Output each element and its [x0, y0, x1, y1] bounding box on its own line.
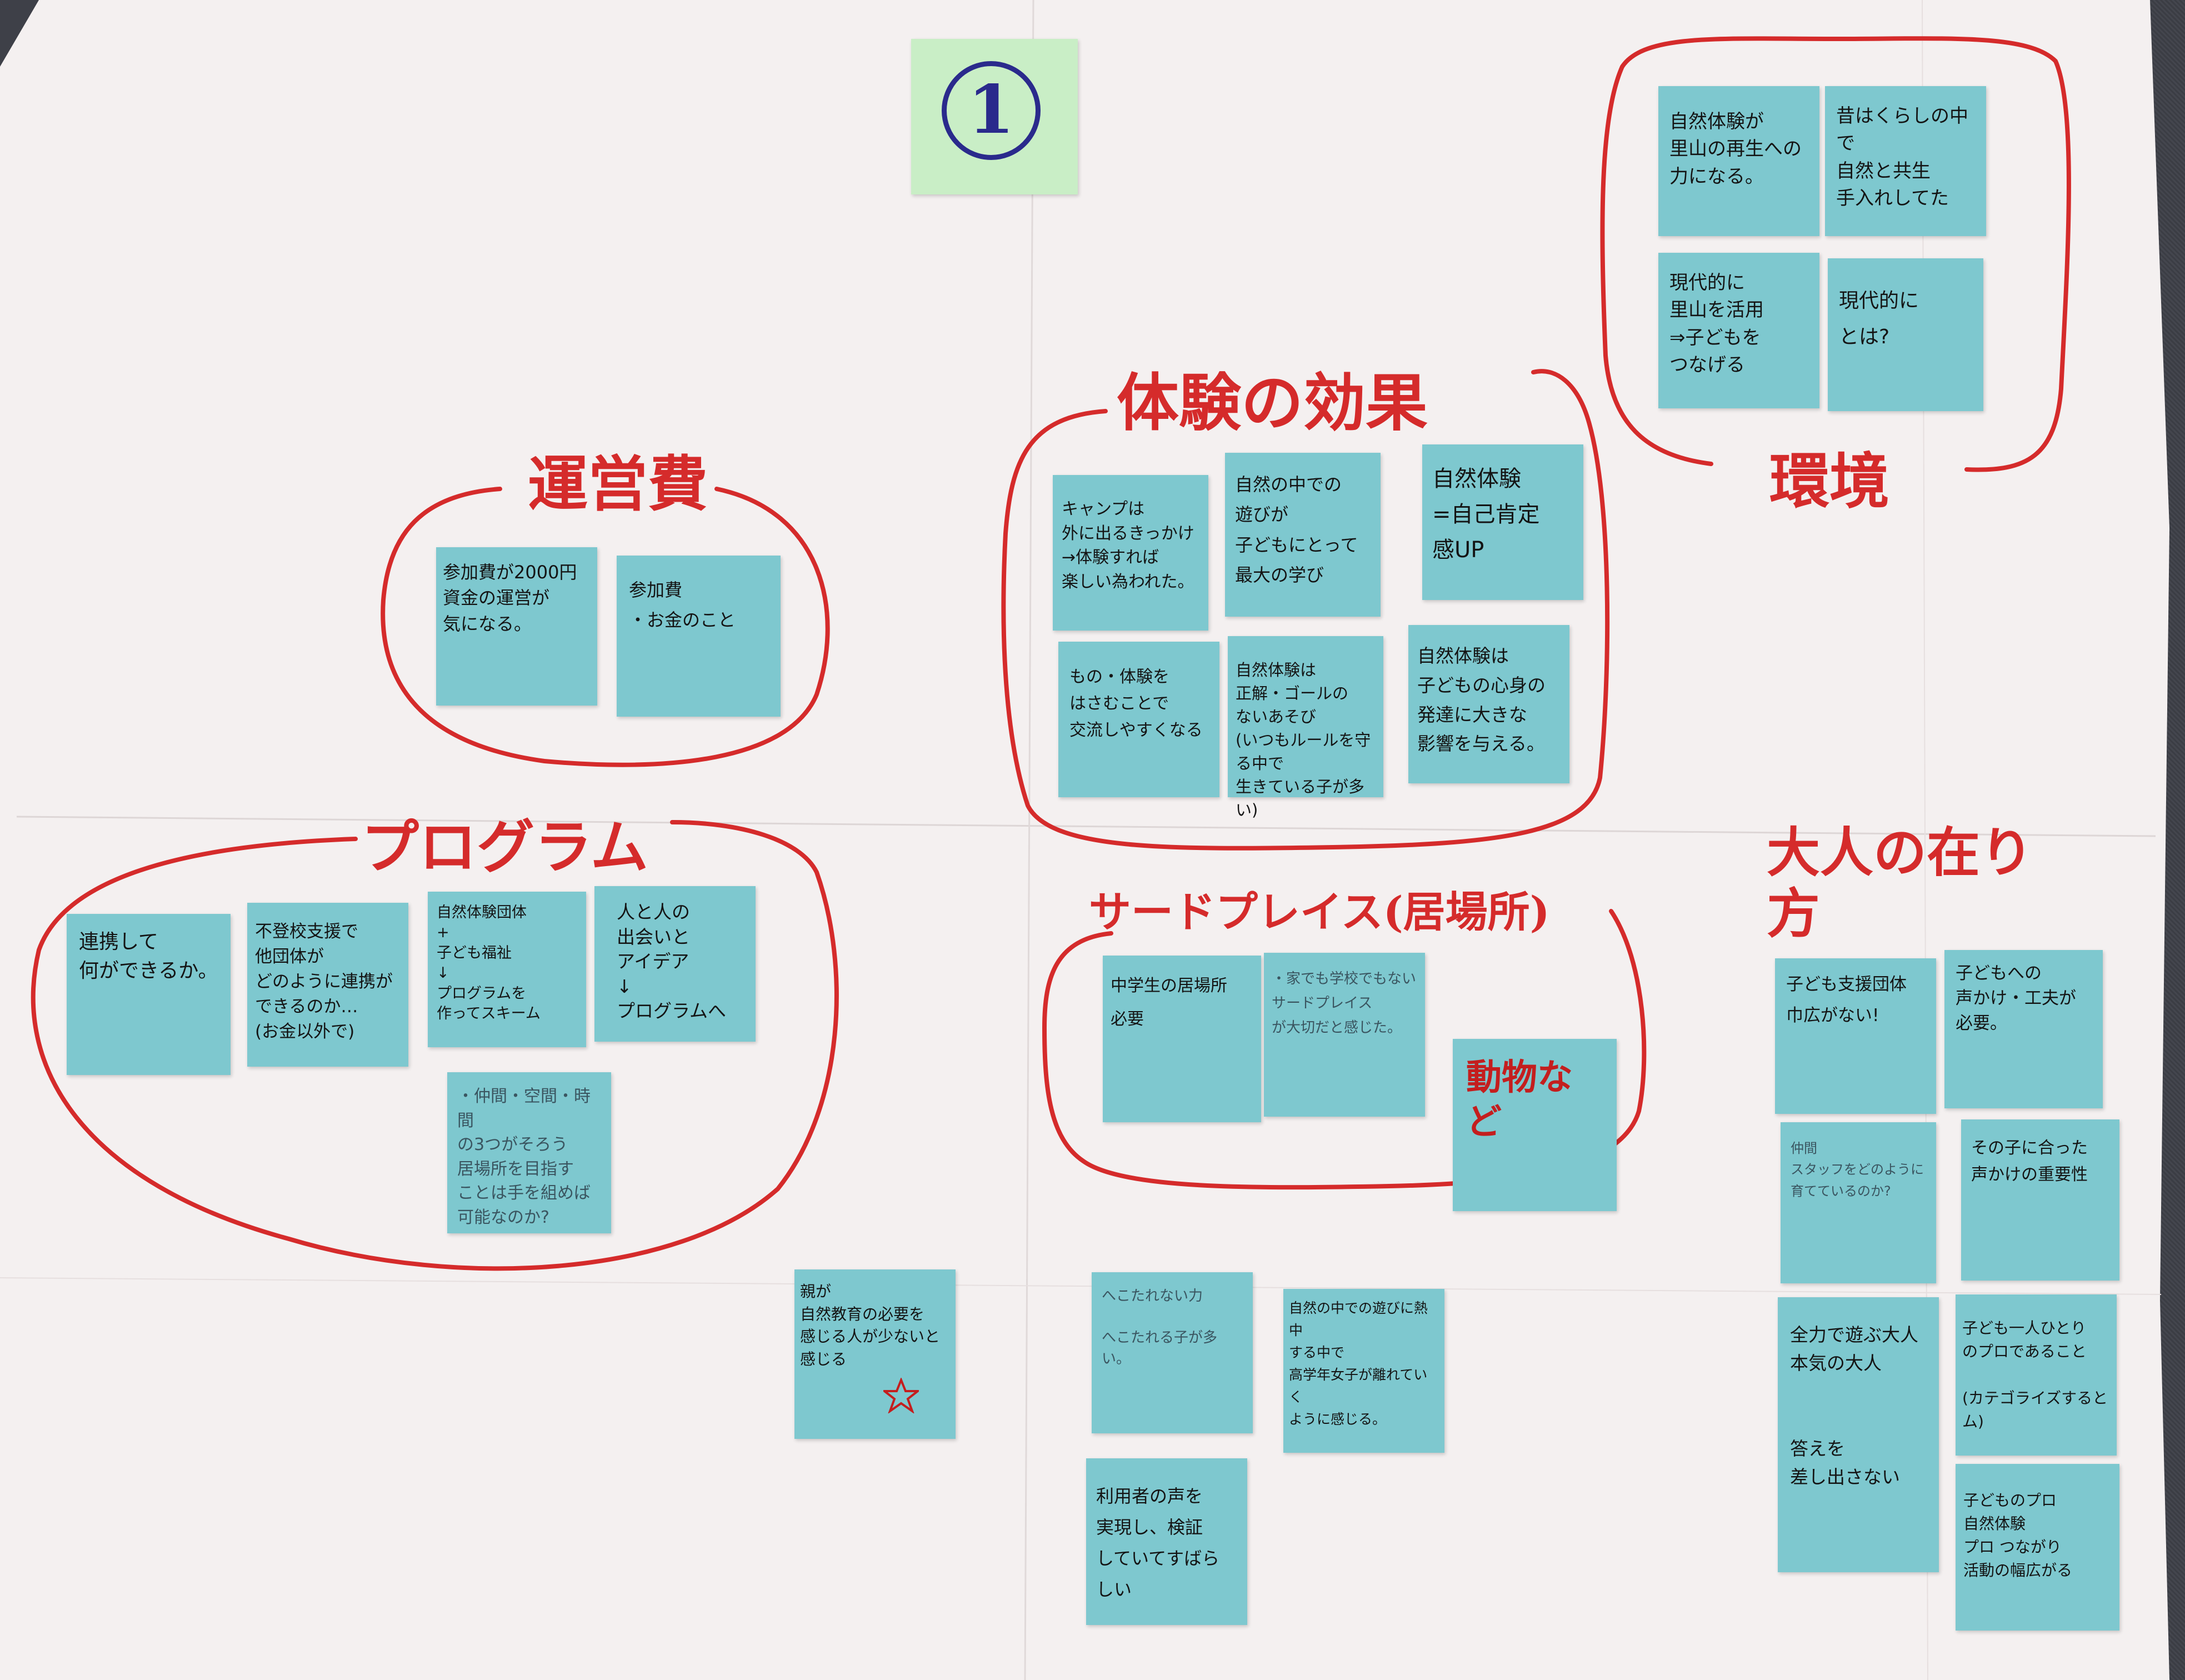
note-text: 昔はくらしの中で 自然と共生 手入れしてた — [1836, 105, 1968, 209]
sticky-note: 現代的に とは? — [1828, 258, 1983, 411]
note-text: 子ども支援団体 巾広がない! — [1786, 974, 1907, 1026]
note-text: 全力で遊ぶ大人 本気の大人 答えを 差し出さない — [1790, 1324, 1918, 1488]
sticky-note: 連携して 何ができるか。 — [67, 914, 231, 1075]
note-text: 自然体験が 里山の再生への 力になる。 — [1669, 111, 1802, 188]
group-title-third-place: サードプレイス(居場所) — [1089, 887, 1550, 937]
group-title-costs: 運営費 — [528, 449, 708, 519]
sticky-note: 自然体験は 子どもの心身の 発達に大きな 影響を与える。 — [1408, 625, 1569, 783]
group-title-effects: 体験の効果 — [1117, 367, 1428, 439]
sticky-note: その子に合った 声かけの重要性 — [1961, 1119, 2119, 1281]
note-text: ・仲間・空間・時間 の3つがそろう 居場所を目指す ことは手を組めば 可能なのか… — [457, 1087, 591, 1227]
note-text: 動物など — [1466, 1057, 1573, 1143]
group-title-environment: 環境 — [1769, 447, 1890, 517]
note-text: 参加費 ・お金のこと — [629, 579, 736, 631]
sticky-note: 不登校支援で 他団体が どのように連携が できるのか… (お金以外で) — [247, 903, 408, 1067]
sticky-note: 利用者の声を 実現し、検証 していてすばらしい — [1086, 1458, 1247, 1625]
sticky-note: 現代的に 里山を活用 ⇒子どもを つなげる — [1658, 253, 1819, 408]
sticky-note: ・家でも学校でもない サードプレイス が大切だと感じた。 — [1264, 953, 1425, 1117]
note-text: 現代的に とは? — [1839, 289, 1919, 348]
note-text: 子ども一人ひとり のプロであること (カテゴライズするとム) — [1962, 1319, 2108, 1431]
sticky-note: 人と人の 出会いと アイデア ↓ プログラムへ — [594, 886, 756, 1042]
note-text: ・家でも学校でもない サードプレイス が大切だと感じた。 — [1272, 971, 1417, 1037]
sticky-note: 自然の中での 遊びが 子どもにとって 最大の学び — [1225, 453, 1381, 617]
note-text: キャンプは 外に出るきっかけ →体験すれば 楽しい為われた。 — [1062, 499, 1194, 592]
sticky-note: 自然体験が 里山の再生への 力になる。 — [1658, 86, 1819, 236]
effects-loop — [1001, 369, 1610, 851]
note-text: 子どものプロ 自然体験 プロ つながり 活動の幅広がる — [1963, 1491, 2073, 1579]
note-text: 自然体験団体 + 子ども福祉 ↓ プログラムを 作ってスキーム — [437, 904, 541, 1023]
sticky-note: 子どもへの 声かけ・工夫が 必要。 — [1944, 950, 2103, 1108]
sticky-note: 中学生の居場所 必要 — [1103, 956, 1261, 1122]
note-text: へこたれない力 へこたれる子が多い。 — [1102, 1288, 1218, 1368]
star-icon — [883, 1378, 919, 1413]
note-text: 自然体験は 正解・ゴールの ないあそび (いつもルールを守る中で 生きている子が… — [1236, 661, 1371, 820]
number-sticky-note: 1 — [911, 39, 1078, 194]
note-text: 自然体験は 子どもの心身の 発達に大きな 影響を与える。 — [1417, 645, 1546, 755]
sticky-note: 自然体験は 正解・ゴールの ないあそび (いつもルールを守る中で 生きている子が… — [1228, 636, 1383, 819]
group-title-adults: 大人の在り方 — [1767, 822, 2056, 945]
note-text: 自然の中での遊びに熱中 する中で 高学年女子が離れていく ように感じる。 — [1289, 1300, 1428, 1427]
sticky-note: 親が 自然教育の必要を 感じる人が少ないと 感じる — [794, 1269, 956, 1439]
environment-loop — [1600, 36, 2071, 472]
note-text: 現代的に 里山を活用 ⇒子どもを つなげる — [1669, 272, 1764, 376]
note-text: 仲間 スタッフをどのように 育てているのか? — [1791, 1141, 1924, 1199]
sticky-note: 自然体験団体 + 子ども福祉 ↓ プログラムを 作ってスキーム — [428, 892, 586, 1047]
costs-loop — [381, 487, 830, 767]
note-text: 参加費が2000円 資金の運営が 気になる。 — [443, 562, 577, 634]
note-text: 自然体験 =自己肯定 感UP — [1432, 466, 1540, 563]
sticky-note: キャンプは 外に出るきっかけ →体験すれば 楽しい為われた。 — [1053, 475, 1208, 631]
note-text: 人と人の 出会いと アイデア ↓ プログラムへ — [617, 901, 727, 1022]
note-text: 利用者の声を 実現し、検証 していてすばらしい — [1096, 1486, 1220, 1600]
circled-number: 1 — [942, 61, 1041, 160]
sticky-note: 参加費が2000円 資金の運営が 気になる。 — [436, 547, 597, 706]
sticky-note: 仲間 スタッフをどのように 育てているのか? — [1781, 1122, 1936, 1283]
note-text: 連携して 何ができるか。 — [79, 931, 218, 983]
sticky-note: 全力で遊ぶ大人 本気の大人 答えを 差し出さない — [1778, 1297, 1939, 1572]
sticky-note: 子ども一人ひとり のプロであること (カテゴライズするとム) — [1956, 1294, 2117, 1456]
sticky-note: もの・体験を はさむことで 交流しやすくなる — [1058, 642, 1219, 797]
sticky-note: 動物など — [1453, 1039, 1617, 1211]
note-text: 親が 自然教育の必要を 感じる人が少ないと 感じる — [800, 1282, 941, 1368]
note-text: 子どもへの 声かけ・工夫が 必要。 — [1956, 963, 2076, 1033]
group-title-program: プログラム — [361, 813, 648, 881]
program-loop — [31, 820, 839, 1271]
sticky-note: へこたれない力 へこたれる子が多い。 — [1092, 1272, 1253, 1433]
sticky-note: ・仲間・空間・時間 の3つがそろう 居場所を目指す ことは手を組めば 可能なのか… — [447, 1072, 611, 1233]
note-text: もの・体験を はさむことで 交流しやすくなる — [1069, 667, 1203, 740]
note-text: 不登校支援で 他団体が どのように連携が できるのか… (お金以外で) — [255, 922, 393, 1042]
third-place-loop — [1042, 909, 1647, 1190]
note-text: その子に合った 声かけの重要性 — [1971, 1138, 2088, 1184]
sticky-note: 参加費 ・お金のこと — [617, 556, 781, 717]
note-text: 中学生の居場所 必要 — [1111, 976, 1227, 1029]
sticky-note: 自然の中での遊びに熱中 する中で 高学年女子が離れていく ように感じる。 — [1283, 1289, 1444, 1453]
sticky-note: 自然体験 =自己肯定 感UP — [1422, 444, 1583, 600]
group-title-adults-text: 大人の在り方 — [1767, 821, 2033, 946]
note-text: 自然の中での 遊びが 子どもにとって 最大の学び — [1235, 474, 1358, 586]
sticky-note: 子ども支援団体 巾広がない! — [1775, 958, 1936, 1114]
sticky-note: 昔はくらしの中で 自然と共生 手入れしてた — [1825, 86, 1986, 236]
sticky-note: 子どものプロ 自然体験 プロ つながり 活動の幅広がる — [1956, 1464, 2119, 1631]
